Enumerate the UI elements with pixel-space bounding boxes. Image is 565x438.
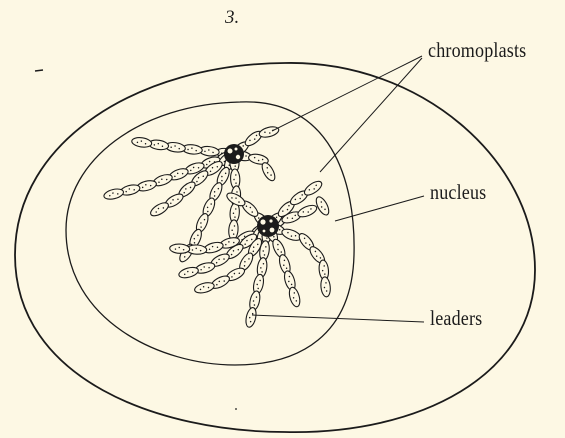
- chromoplast: [260, 161, 278, 183]
- chromoplast-chains: [103, 125, 331, 328]
- stray-dot: [235, 408, 237, 410]
- chromoplast: [258, 125, 280, 139]
- chromoplast: [244, 307, 257, 329]
- leader-lines: [252, 56, 424, 322]
- label-nucleus: nucleus: [430, 182, 486, 203]
- chromoplast: [228, 220, 239, 241]
- chromoplast: [131, 136, 152, 148]
- chromoplast: [302, 179, 324, 198]
- figure-number: 3.: [225, 8, 239, 27]
- chromoplast: [149, 200, 171, 218]
- nucleus-upper: [224, 144, 244, 164]
- inner-cell-boundary: [66, 102, 354, 365]
- label-chromoplasts: chromoplasts: [428, 40, 526, 61]
- leader-line-nucleus: [335, 196, 424, 221]
- label-leaders: leaders: [430, 308, 482, 329]
- leader-line-chromoplasts-1: [272, 56, 422, 131]
- chromoplast: [169, 244, 189, 254]
- chromoplast: [320, 276, 331, 297]
- nucleus-lower: [257, 215, 279, 237]
- chromoplast: [178, 265, 200, 279]
- chromoplast: [314, 195, 332, 217]
- chromoplast: [296, 203, 318, 219]
- chromoplast: [194, 281, 216, 295]
- chromoplast: [103, 187, 125, 201]
- stray-mark: [35, 70, 43, 71]
- chromoplast: [287, 286, 301, 308]
